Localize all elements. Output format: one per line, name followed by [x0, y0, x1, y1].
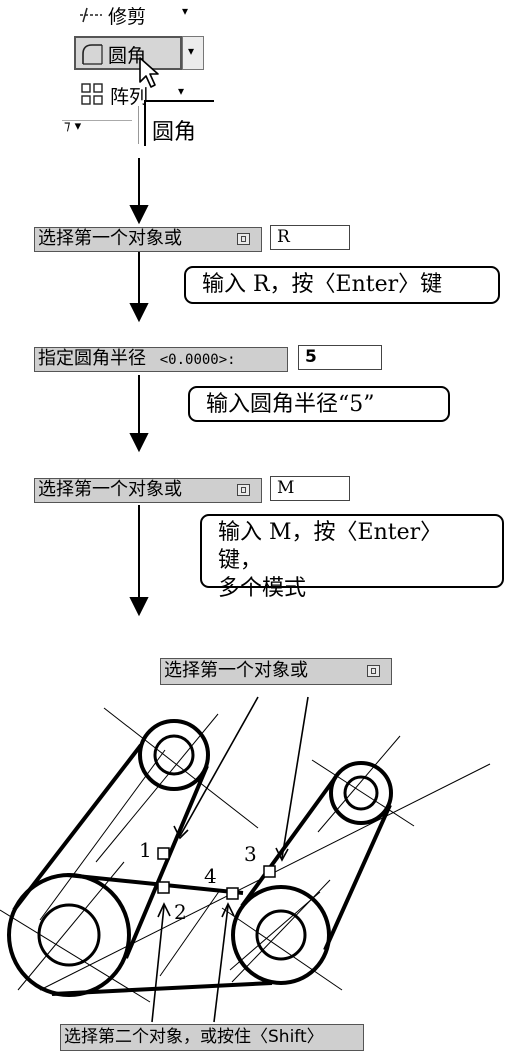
figure-bottom-prompt: 选择第二个对象，或按住〈Shift〉: [60, 1024, 364, 1051]
prompt-1-text: 选择第一个对象或: [38, 228, 182, 249]
command-input-3-value: M: [277, 478, 295, 498]
fillet-label: 圆角: [108, 45, 147, 67]
trim-icon: [80, 7, 102, 23]
panel-divider: [138, 106, 139, 144]
fillet-tooltip: 圆角: [144, 100, 214, 146]
command-input-1-value: R: [277, 227, 290, 247]
chevron-down-icon: ▾: [188, 44, 195, 58]
tooltip-text: 圆角: [152, 120, 197, 145]
callout-step-3-line-2: 多个模式: [218, 576, 307, 601]
array-button[interactable]: 阵列 ▾: [78, 80, 208, 108]
command-prompt-2: 指定圆角半径 <0.0000>:: [34, 347, 288, 372]
point-label-4: 4: [204, 864, 217, 888]
callout-step-1: 输入 R，按〈Enter〉键: [184, 266, 500, 304]
callout-step-3-line-1: 输入 M，按〈Enter〉键，: [218, 520, 443, 573]
flow-arrows: [129, 158, 149, 617]
point-label-2: 2: [174, 900, 187, 924]
trim-label: 修剪: [108, 6, 147, 28]
fillet-dropdown-button[interactable]: ▾: [182, 36, 204, 70]
figure-top-prompt-text: 选择第一个对象或: [164, 660, 308, 681]
figure-top-prompt: 选择第一个对象或: [160, 658, 392, 685]
fillet-button[interactable]: 圆角: [74, 36, 182, 70]
panel-expand-icon[interactable]: ⁊ ▾: [64, 119, 82, 134]
prompt-2-default: <0.0000>:: [159, 352, 236, 368]
trim-button[interactable]: 修剪 ▾: [78, 2, 208, 28]
array-label: 阵列: [110, 86, 149, 108]
command-input-2[interactable]: 5: [298, 345, 382, 370]
callout-step-2: 输入圆角半径“5”: [188, 386, 450, 422]
command-prompt-1: 选择第一个对象或: [34, 227, 262, 252]
point-label-1: 1: [139, 838, 152, 862]
command-input-3[interactable]: M: [270, 476, 350, 501]
callout-step-3: 输入 M，按〈Enter〉键， 多个模式: [200, 514, 504, 601]
prompt-options-icon[interactable]: [237, 233, 250, 245]
panel-footer[interactable]: ⁊ ▾: [62, 119, 132, 136]
prompt-3-text: 选择第一个对象或: [38, 479, 182, 500]
callout-step-2-text: 输入圆角半径“5”: [206, 392, 375, 417]
fillet-icon: [82, 44, 103, 65]
array-icon: [81, 83, 103, 105]
command-prompt-3: 选择第一个对象或: [34, 478, 262, 503]
array-dropdown-arrow-icon[interactable]: ▾: [178, 84, 185, 98]
point-label-3: 3: [244, 842, 257, 866]
prompt-options-icon[interactable]: [367, 665, 380, 677]
prompt-2-text: 指定圆角半径: [38, 348, 146, 369]
callout-step-1-text: 输入 R，按〈Enter〉键: [202, 272, 443, 297]
trim-dropdown-arrow-icon[interactable]: ▾: [182, 4, 189, 18]
prompt-options-icon[interactable]: [237, 484, 250, 496]
figure-bottom-prompt-text: 选择第二个对象，或按住〈Shift〉: [64, 1027, 324, 1047]
ribbon-panel: 修剪 ▾ 圆角 ▾ 阵列 ▾ ⁊ ▾: [62, 0, 222, 150]
belt-drive-drawing: [0, 696, 491, 1023]
command-input-2-value: 5: [305, 347, 317, 367]
command-input-1[interactable]: R: [270, 225, 350, 250]
mouse-cursor-icon: [139, 57, 159, 88]
